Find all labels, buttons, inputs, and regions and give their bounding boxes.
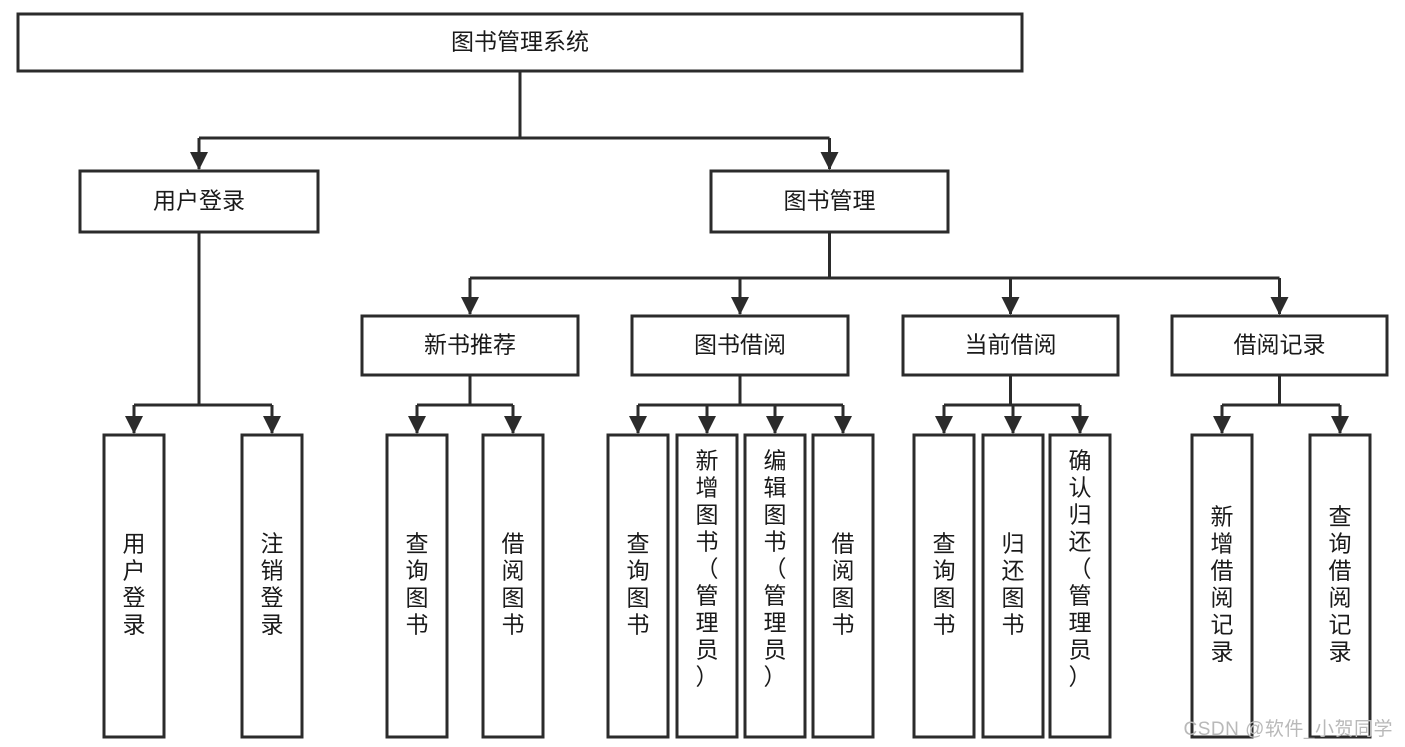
node-new-book-recommend[interactable]: 新书推荐 xyxy=(360,314,580,377)
node-leaf-add-record-label: 新增借阅记录 xyxy=(1211,504,1234,665)
node-borrow-record[interactable]: 借阅记录 xyxy=(1170,314,1389,377)
node-leaf-query-book-borrow-box[interactable] xyxy=(606,433,670,739)
node-root-box[interactable] xyxy=(16,12,1024,73)
node-book-management[interactable]: 图书管理 xyxy=(709,169,950,234)
node-user-login-box[interactable] xyxy=(78,169,320,234)
arrow-head-icon xyxy=(731,297,749,315)
node-root[interactable]: 图书管理系统 xyxy=(16,12,1024,73)
arrow-head-icon xyxy=(1004,416,1022,434)
node-leaf-query-book-borrow-label: 查询图书 xyxy=(627,531,650,638)
node-root-label: 图书管理系统 xyxy=(451,29,589,55)
node-new-book-recommend-label: 新书推荐 xyxy=(424,332,516,358)
node-current-borrow-label: 当前借阅 xyxy=(965,332,1057,358)
arrow-head-icon xyxy=(263,416,281,434)
node-leaf-return-book[interactable]: 归还图书 xyxy=(981,433,1045,739)
node-borrow-record-label: 借阅记录 xyxy=(1234,332,1326,358)
node-leaf-borrow-book-box[interactable] xyxy=(811,433,875,739)
node-leaf-user-login-label: 用户登录 xyxy=(123,531,146,638)
arrow-head-icon xyxy=(1071,416,1089,434)
node-leaf-borrow-book[interactable]: 借阅图书 xyxy=(811,433,875,739)
node-book-borrow-label: 图书借阅 xyxy=(694,332,786,358)
node-leaf-borrow-book-rec[interactable]: 借阅图书 xyxy=(481,433,545,739)
csdn-watermark: CSDN @软件_小贺同学 xyxy=(1183,719,1393,740)
node-leaf-add-book[interactable]: 新增图书（管理员） xyxy=(675,433,739,739)
arrow-head-icon xyxy=(629,416,647,434)
node-borrow-record-box[interactable] xyxy=(1170,314,1389,377)
node-leaf-user-login[interactable]: 用户登录 xyxy=(102,433,166,739)
node-leaf-logout-label: 注销登录 xyxy=(261,531,284,638)
node-book-borrow[interactable]: 图书借阅 xyxy=(630,314,850,377)
node-leaf-query-book-rec-box[interactable] xyxy=(385,433,449,739)
node-leaf-query-book-borrow[interactable]: 查询图书 xyxy=(606,433,670,739)
node-leaf-confirm-return-box[interactable] xyxy=(1048,433,1112,739)
node-leaf-query-book-current[interactable]: 查询图书 xyxy=(912,433,976,739)
node-leaf-add-book-label: 新增图书（管理员） xyxy=(696,448,719,690)
node-current-borrow[interactable]: 当前借阅 xyxy=(901,314,1120,377)
node-leaf-borrow-book-label: 借阅图书 xyxy=(832,531,855,638)
node-user-login-label: 用户登录 xyxy=(153,188,245,214)
node-leaf-edit-book-label: 编辑图书（管理员） xyxy=(764,448,787,690)
arrow-head-icon xyxy=(698,416,716,434)
node-user-login[interactable]: 用户登录 xyxy=(78,169,320,234)
node-leaf-query-record[interactable]: 查询借阅记录 xyxy=(1308,433,1372,739)
node-leaf-add-record[interactable]: 新增借阅记录 xyxy=(1190,433,1254,739)
node-leaf-logout-box[interactable] xyxy=(240,433,304,739)
node-leaf-query-book-rec-label: 查询图书 xyxy=(406,531,429,638)
arrow-head-icon xyxy=(190,152,208,170)
arrow-head-icon xyxy=(935,416,953,434)
arrow-head-icon xyxy=(1213,416,1231,434)
node-book-management-label: 图书管理 xyxy=(784,188,876,214)
node-leaf-query-book-rec[interactable]: 查询图书 xyxy=(385,433,449,739)
arrow-head-icon xyxy=(125,416,143,434)
node-book-management-box[interactable] xyxy=(709,169,950,234)
arrow-head-icon xyxy=(408,416,426,434)
node-leaf-borrow-book-rec-label: 借阅图书 xyxy=(502,531,525,638)
node-new-book-recommend-box[interactable] xyxy=(360,314,580,377)
node-leaf-borrow-book-rec-box[interactable] xyxy=(481,433,545,739)
arrow-head-icon xyxy=(834,416,852,434)
node-boxes: 图书管理系统用户登录图书管理新书推荐图书借阅当前借阅借阅记录用户登录注销登录查询… xyxy=(16,12,1389,739)
node-leaf-query-book-current-box[interactable] xyxy=(912,433,976,739)
node-leaf-add-record-box[interactable] xyxy=(1190,433,1254,739)
node-current-borrow-box[interactable] xyxy=(901,314,1120,377)
arrow-head-icon xyxy=(1331,416,1349,434)
node-leaf-logout[interactable]: 注销登录 xyxy=(240,433,304,739)
arrow-head-icon xyxy=(820,152,839,170)
node-leaf-return-book-box[interactable] xyxy=(981,433,1045,739)
arrow-head-icon xyxy=(1001,297,1020,315)
connector-lines xyxy=(125,71,1349,434)
node-leaf-user-login-box[interactable] xyxy=(102,433,166,739)
node-leaf-edit-book[interactable]: 编辑图书（管理员） xyxy=(743,433,807,739)
arrow-head-icon xyxy=(766,416,784,434)
arrow-head-icon xyxy=(504,416,522,434)
arrow-head-icon xyxy=(461,297,479,315)
node-leaf-confirm-return[interactable]: 确认归还（管理员） xyxy=(1048,433,1112,739)
node-book-borrow-box[interactable] xyxy=(630,314,850,377)
arrow-head-icon xyxy=(1270,297,1289,315)
node-leaf-query-book-current-label: 查询图书 xyxy=(933,531,956,638)
node-leaf-query-record-label: 查询借阅记录 xyxy=(1329,504,1352,665)
node-leaf-edit-book-box[interactable] xyxy=(743,433,807,739)
node-leaf-query-record-box[interactable] xyxy=(1308,433,1372,739)
node-leaf-confirm-return-label: 确认归还（管理员） xyxy=(1069,448,1092,690)
node-leaf-add-book-box[interactable] xyxy=(675,433,739,739)
node-leaf-return-book-label: 归还图书 xyxy=(1002,531,1025,638)
